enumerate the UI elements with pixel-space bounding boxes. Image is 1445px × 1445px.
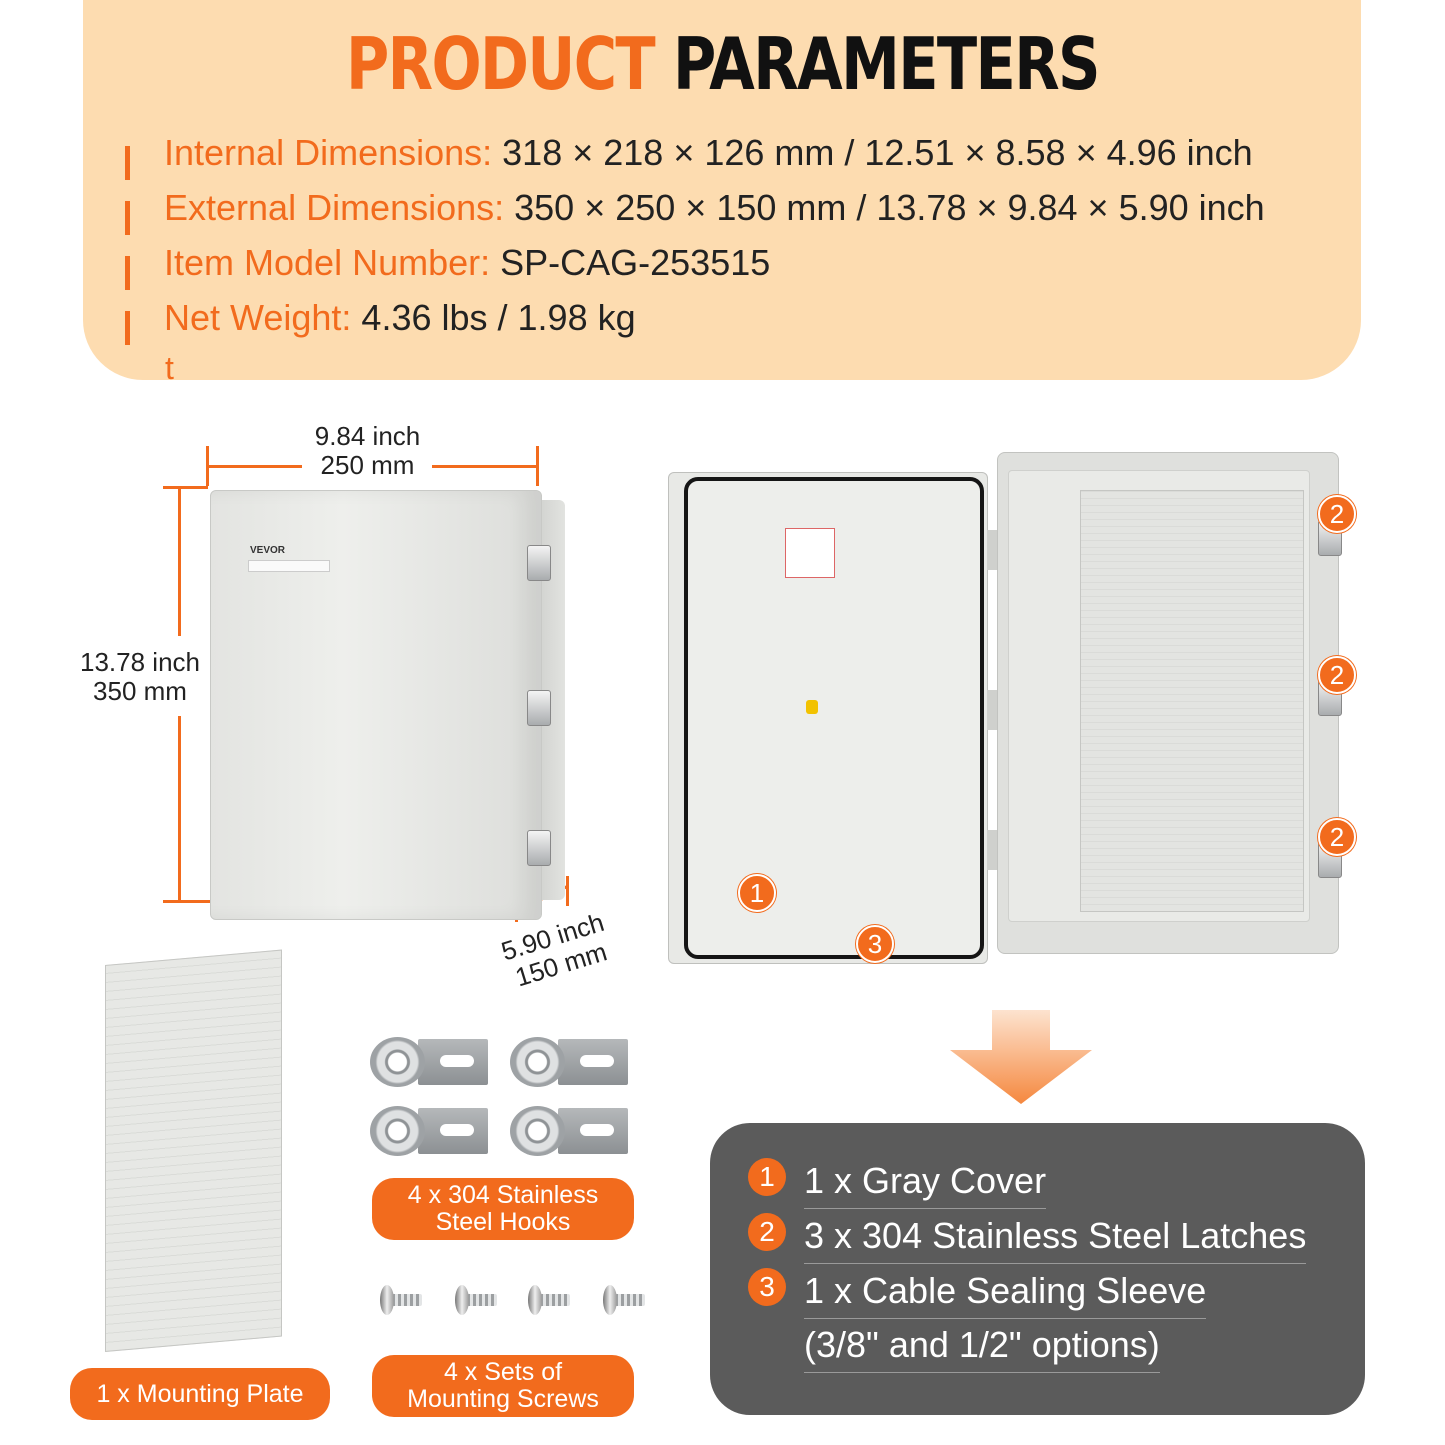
callout-latch-middle: 2 [1318,656,1356,694]
brand-logo: VEVOR [250,545,286,556]
spec-label: Net Weight: [164,297,352,338]
hinge-middle [987,690,997,730]
hooks-line-2: Steel Hooks [435,1208,571,1236]
spec-label: External Dimensions: [164,187,505,228]
title-part-1: PRODUCT [346,22,656,106]
hinge-top [987,530,997,570]
latch-bottom [527,830,551,866]
spec-value: SP-CAG-253515 [490,242,771,283]
stray-character: t [165,350,174,386]
spec-value: 318 × 218 × 126 mm / 12.51 × 8.58 × 4.96… [502,132,1253,173]
installed-mounting-plate [1080,490,1304,912]
callout-sleeve: 3 [856,925,894,963]
product-sticker [248,560,330,572]
hook [370,1106,488,1156]
included-item: 2 3 x 304 Stainless Steel Latches [748,1213,1307,1264]
width-dimension-line-right [432,465,537,468]
parameters-panel [83,0,1361,380]
item-number: 1 [748,1158,786,1196]
width-tick-left [206,446,209,486]
spec-value: 4.36 lbs / 1.98 kg [351,297,636,338]
spec-label: Item Model Number: [164,242,491,283]
included-items-panel [710,1123,1365,1415]
spec-bullet [125,201,130,236]
screws-line-1: 4 x Sets of [443,1358,563,1386]
title-part-2: PARAMETERS [672,22,1101,106]
item-number: 2 [748,1213,786,1251]
screws-line-2: Mounting Screws [407,1385,599,1413]
included-item: 1 1 x Gray Cover [748,1158,1047,1209]
arrow-down-icon [950,1010,1092,1104]
hook [370,1037,488,1087]
hooks-label: 4 x 304 Stainless Steel Hooks [372,1178,634,1240]
spec-bullet [125,256,130,291]
height-tick-bottom [163,900,213,903]
height-tick-top [163,486,208,489]
latch-middle [527,690,551,726]
spec-bullet [125,311,130,346]
item-text: 1 x Cable Sealing Sleeve [804,1270,1207,1319]
sleeve-options-note: (3/8" and 1/2" options) [804,1324,1160,1373]
latch-top [527,545,551,581]
hooks-line-1: 4 x 304 Stainless [407,1181,599,1209]
height-dimension-line-bottom [178,716,181,902]
screw [380,1285,424,1315]
screws-label: 4 x Sets of Mounting Screws [372,1355,634,1417]
screw [528,1285,572,1315]
spec-external-dimensions: External Dimensions: 350 × 250 × 150 mm … [125,187,1265,236]
hook [510,1106,628,1156]
item-number: 3 [748,1268,786,1306]
width-dimension-line-left [207,465,302,468]
hook [510,1037,628,1087]
spec-model-number: Item Model Number: SP-CAG-253515 [125,242,771,291]
warning-label [785,528,835,578]
callout-latch-top: 2 [1318,495,1356,533]
screw [455,1285,499,1315]
width-label: 9.84 inch 250 mm [300,422,435,480]
included-item: 3 1 x Cable Sealing Sleeve [748,1268,1207,1319]
height-mm: 350 mm [93,676,187,706]
spec-label: Internal Dimensions: [164,132,503,173]
width-mm: 250 mm [320,450,415,480]
spec-bullet [125,146,130,181]
mounting-plate-image [105,949,282,1352]
spec-net-weight: Net Weight: 4.36 lbs / 1.98 kg [125,297,636,346]
item-text: 3 x 304 Stainless Steel Latches [804,1215,1307,1264]
callout-latch-bottom: 2 [1318,818,1356,856]
callout-cover: 1 [738,874,776,912]
width-inch: 9.84 inch [314,421,421,451]
spec-internal-dimensions: Internal Dimensions: 318 × 218 × 126 mm … [125,132,1253,181]
height-dimension-line-top [178,486,181,636]
spec-value: 350 × 250 × 150 mm / 13.78 × 9.84 × 5.90… [504,187,1265,228]
page-title: PRODUCT PARAMETERS [130,22,1315,106]
hinge-bottom [987,830,997,870]
height-label: 13.78 inch 350 mm [70,648,210,706]
width-tick-right [536,446,539,486]
screw [603,1285,647,1315]
depth-tick-right [566,876,569,906]
mounting-plate-label: 1 x Mounting Plate [70,1368,330,1420]
height-inch: 13.78 inch [80,647,200,677]
item-text: 1 x Gray Cover [804,1160,1047,1209]
mounting-plate-text: 1 x Mounting Plate [96,1379,304,1408]
ip-sticker [806,700,818,714]
